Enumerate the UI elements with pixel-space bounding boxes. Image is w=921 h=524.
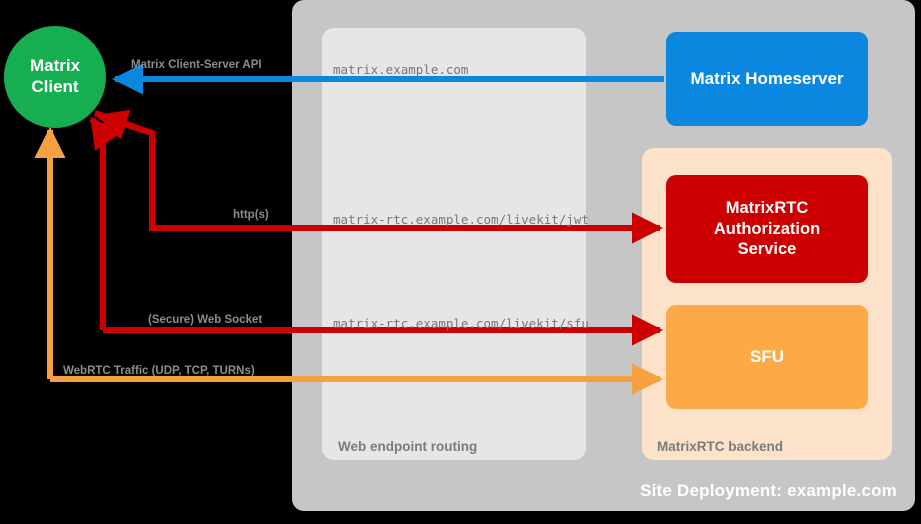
url-label-livekit-jwt: matrix-rtc.example.com/livekit/jwt: [333, 212, 589, 227]
matrixrtc-backend-label: MatrixRTC backend: [657, 439, 784, 454]
site-deployment-label: Site Deployment: example.com: [640, 481, 897, 500]
web-endpoint-routing-label: Web endpoint routing: [338, 439, 478, 454]
homeserver-label: Matrix Homeserver: [690, 69, 844, 88]
matrix-client-label-line1: Matrix: [29, 56, 81, 76]
url-label-matrix-example-com: matrix.example.com: [333, 62, 469, 77]
edge-label-secure-web-socket: (Secure) Web Socket: [148, 314, 263, 326]
matrix-client-label-line2: Client: [31, 77, 79, 96]
node-matrix-client[interactable]: Matrix Client: [4, 26, 106, 128]
edge-label-http-s: http(s): [233, 209, 269, 221]
auth-service-label-line3: Service: [737, 240, 797, 259]
node-sfu[interactable]: SFU: [666, 305, 868, 409]
edge-label-webrtc-traffic: WebRTC Traffic (UDP, TCP, TURNs): [63, 365, 255, 377]
url-label-livekit-sfu: matrix-rtc.example.com/livekit/sfu: [333, 316, 589, 331]
sfu-label: SFU: [750, 347, 784, 366]
web-endpoint-routing-container: [322, 28, 586, 460]
auth-service-label-line1: MatrixRTC: [725, 199, 809, 218]
node-matrixrtc-authorization-service[interactable]: MatrixRTC Authorization Service: [666, 175, 868, 283]
auth-service-label-line2: Authorization: [713, 219, 821, 238]
edge-label-client-server-api: Matrix Client-Server API: [131, 59, 262, 71]
node-matrix-homeserver[interactable]: Matrix Homeserver: [666, 32, 868, 126]
